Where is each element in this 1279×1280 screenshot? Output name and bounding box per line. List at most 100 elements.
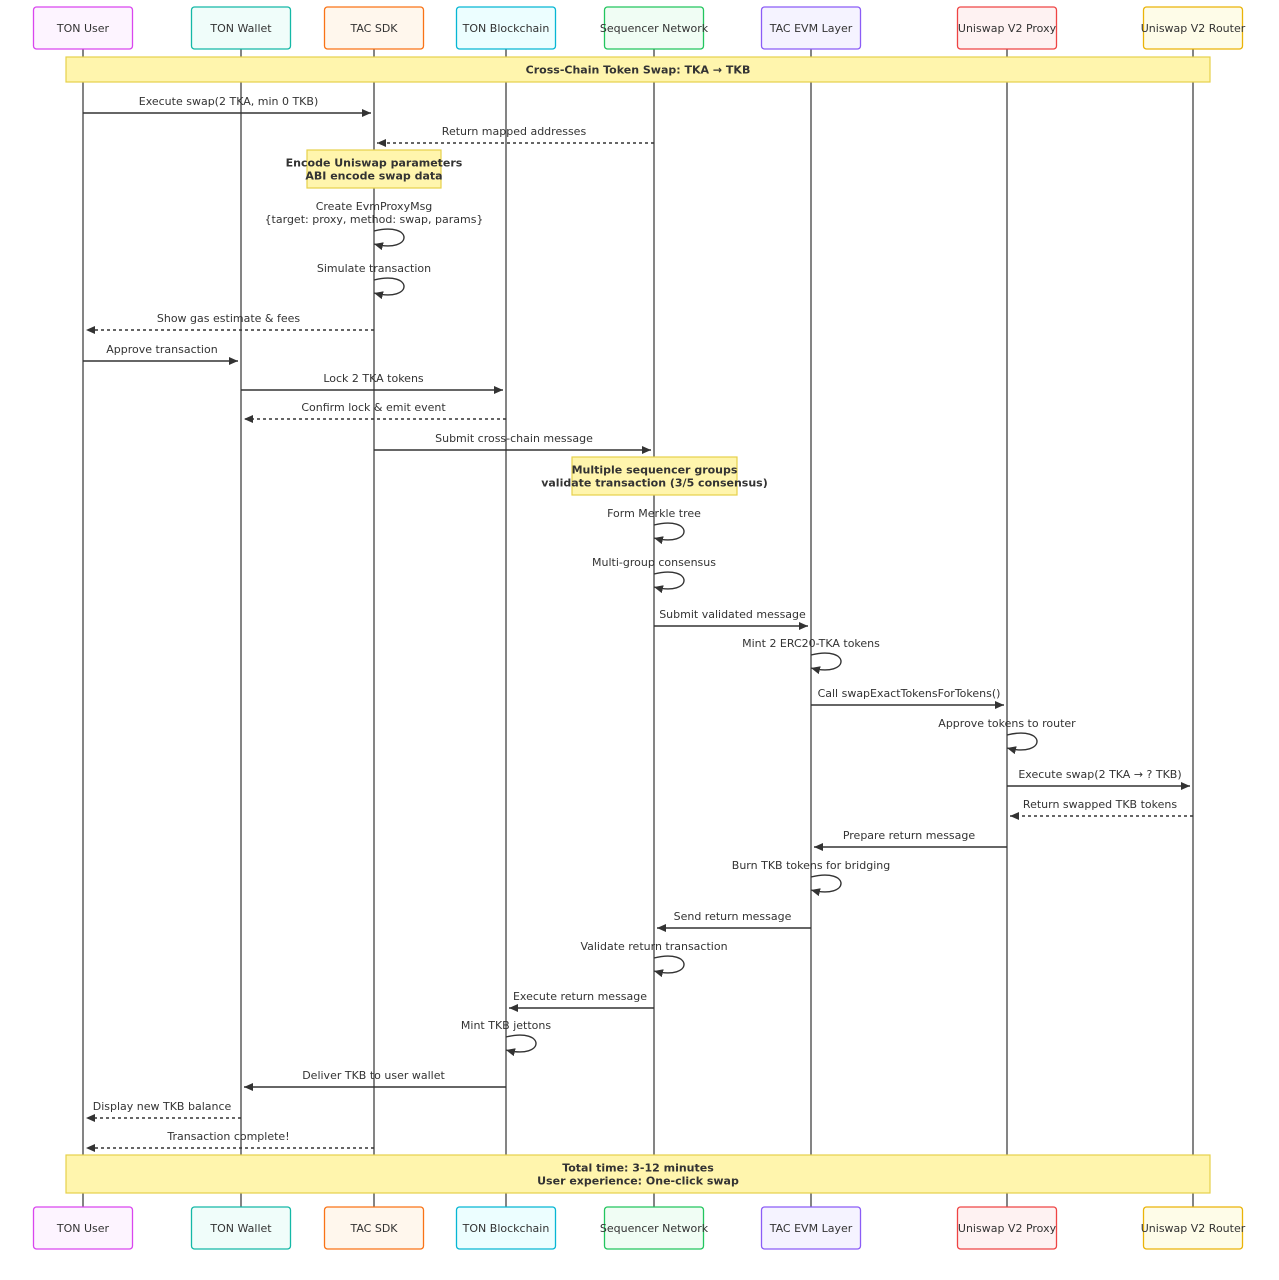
message-label: Lock 2 TKA tokens xyxy=(323,372,424,385)
actor-box xyxy=(32,6,134,50)
actor-box xyxy=(1142,1206,1244,1250)
actor-box xyxy=(323,1206,425,1250)
message-label: Simulate transaction xyxy=(317,262,431,275)
message-18: Prepare return message xyxy=(814,829,1007,851)
note-text: ABI encode swap data xyxy=(305,170,442,183)
actor-label: TAC SDK xyxy=(349,1222,398,1235)
message-label: Return swapped TKB tokens xyxy=(1023,798,1177,811)
self-loop-arrow xyxy=(1006,732,1038,755)
self-loop-arrow xyxy=(653,571,685,594)
message-3: Create EvmProxyMsg{target: proxy, method… xyxy=(265,200,484,251)
message-label: Multi-group consensus xyxy=(592,556,716,569)
message-label: Approve tokens to router xyxy=(938,717,1076,730)
note-text: User experience: One-click swap xyxy=(537,1175,739,1188)
messages: Execute swap(2 TKA, min 0 TKB)Return map… xyxy=(83,95,1193,1152)
actor-label: Sequencer Network xyxy=(600,1222,709,1235)
message-8: Confirm lock & emit event xyxy=(244,401,506,423)
message-16: Execute swap(2 TKA → ? TKB) xyxy=(1007,768,1190,790)
message-22: Execute return message xyxy=(509,990,654,1012)
message-6: Approve transaction xyxy=(83,343,238,365)
message-label: Send return message xyxy=(674,910,792,923)
actor-box xyxy=(1142,6,1244,50)
message-label: Burn TKB tokens for bridging xyxy=(732,859,890,872)
actor-box xyxy=(760,1206,862,1250)
message-17: Return swapped TKB tokens xyxy=(1010,798,1193,820)
message-label: Return mapped addresses xyxy=(442,125,587,138)
message-24: Deliver TKB to user wallet xyxy=(244,1069,506,1091)
note-box xyxy=(65,56,1211,83)
message-25: Display new TKB balance xyxy=(86,1100,241,1122)
actor-box xyxy=(190,1206,292,1250)
actor-sdk-top: TAC SDK xyxy=(323,6,425,50)
message-7: Lock 2 TKA tokens xyxy=(241,372,503,394)
actors-bottom: TON User TON Wallet TAC SDK TON Blockchain S… xyxy=(32,1206,1246,1250)
actor-ton-bottom: TON Blockchain xyxy=(455,1206,557,1250)
message-label: Mint 2 ERC20-TKA tokens xyxy=(742,637,880,650)
actor-user-bottom: TON User xyxy=(32,1206,134,1250)
message-14: Call swapExactTokensForTokens() xyxy=(811,687,1004,709)
message-label: Deliver TKB to user wallet xyxy=(302,1069,445,1082)
message-label: Submit validated message xyxy=(659,608,806,621)
message-11: Multi-group consensus xyxy=(592,556,716,594)
actor-label: TON User xyxy=(56,22,110,35)
note-text: Multiple sequencer groups xyxy=(572,464,738,477)
message-label: Validate return transaction xyxy=(580,940,727,953)
lifelines xyxy=(82,49,1194,1207)
actor-evm-bottom: TAC EVM Layer xyxy=(760,1206,862,1250)
actor-user-top: TON User xyxy=(32,6,134,50)
message-12: Submit validated message xyxy=(654,608,808,630)
actor-label: Uniswap V2 Router xyxy=(1141,22,1246,35)
message-26: Transaction complete! xyxy=(86,1130,374,1152)
actor-box xyxy=(32,1206,134,1250)
note-text: Encode Uniswap parameters xyxy=(286,157,463,170)
message-2: Return mapped addresses xyxy=(377,125,654,147)
actor-label: TON Blockchain xyxy=(462,22,550,35)
message-20: Send return message xyxy=(657,910,811,932)
actor-label: TAC SDK xyxy=(349,22,398,35)
note-box xyxy=(65,1154,1211,1194)
actor-box xyxy=(455,1206,557,1250)
message-13: Mint 2 ERC20-TKA tokens xyxy=(742,637,880,675)
note-box xyxy=(306,149,442,189)
message-label: Prepare return message xyxy=(843,829,976,842)
message-5: Show gas estimate & fees xyxy=(86,312,374,334)
note-text: Total time: 3-12 minutes xyxy=(562,1162,714,1175)
actor-wallet-bottom: TON Wallet xyxy=(190,1206,292,1250)
message-label: Mint TKB jettons xyxy=(461,1019,551,1032)
actor-proxy-bottom: Uniswap V2 Proxy xyxy=(956,1206,1058,1250)
self-loop-arrow xyxy=(373,277,405,300)
message-4: Simulate transaction xyxy=(317,262,431,300)
message-label: Transaction complete! xyxy=(166,1130,289,1143)
self-loop-arrow xyxy=(505,1034,537,1057)
actor-seq-top: Sequencer Network xyxy=(600,6,709,50)
actor-seq-bottom: Sequencer Network xyxy=(600,1206,709,1250)
actor-box xyxy=(603,6,705,50)
self-loop-arrow xyxy=(653,955,685,978)
message-label: Submit cross-chain message xyxy=(435,432,593,445)
message-21: Validate return transaction xyxy=(580,940,728,978)
message-15: Approve tokens to router xyxy=(938,717,1076,755)
actor-label: TAC EVM Layer xyxy=(769,22,853,35)
actor-box xyxy=(190,6,292,50)
note-box xyxy=(571,456,738,496)
actor-box xyxy=(760,6,862,50)
actor-evm-top: TAC EVM Layer xyxy=(760,6,862,50)
message-9: Submit cross-chain message xyxy=(374,432,651,454)
actor-label: Uniswap V2 Proxy xyxy=(958,1222,1057,1235)
actor-box xyxy=(603,1206,705,1250)
message-19: Burn TKB tokens for bridging xyxy=(732,859,890,897)
actor-router-top: Uniswap V2 Router xyxy=(1141,6,1246,50)
message-label: Show gas estimate & fees xyxy=(157,312,301,325)
actor-box xyxy=(455,6,557,50)
self-loop-arrow xyxy=(810,874,842,897)
actor-label: TON User xyxy=(56,1222,110,1235)
actor-label: Uniswap V2 Router xyxy=(1141,1222,1246,1235)
self-loop-arrow xyxy=(810,652,842,675)
actor-ton-top: TON Blockchain xyxy=(455,6,557,50)
message-10: Form Merkle tree xyxy=(607,507,701,545)
message-label: {target: proxy, method: swap, params} xyxy=(265,213,484,226)
message-label: Form Merkle tree xyxy=(607,507,701,520)
